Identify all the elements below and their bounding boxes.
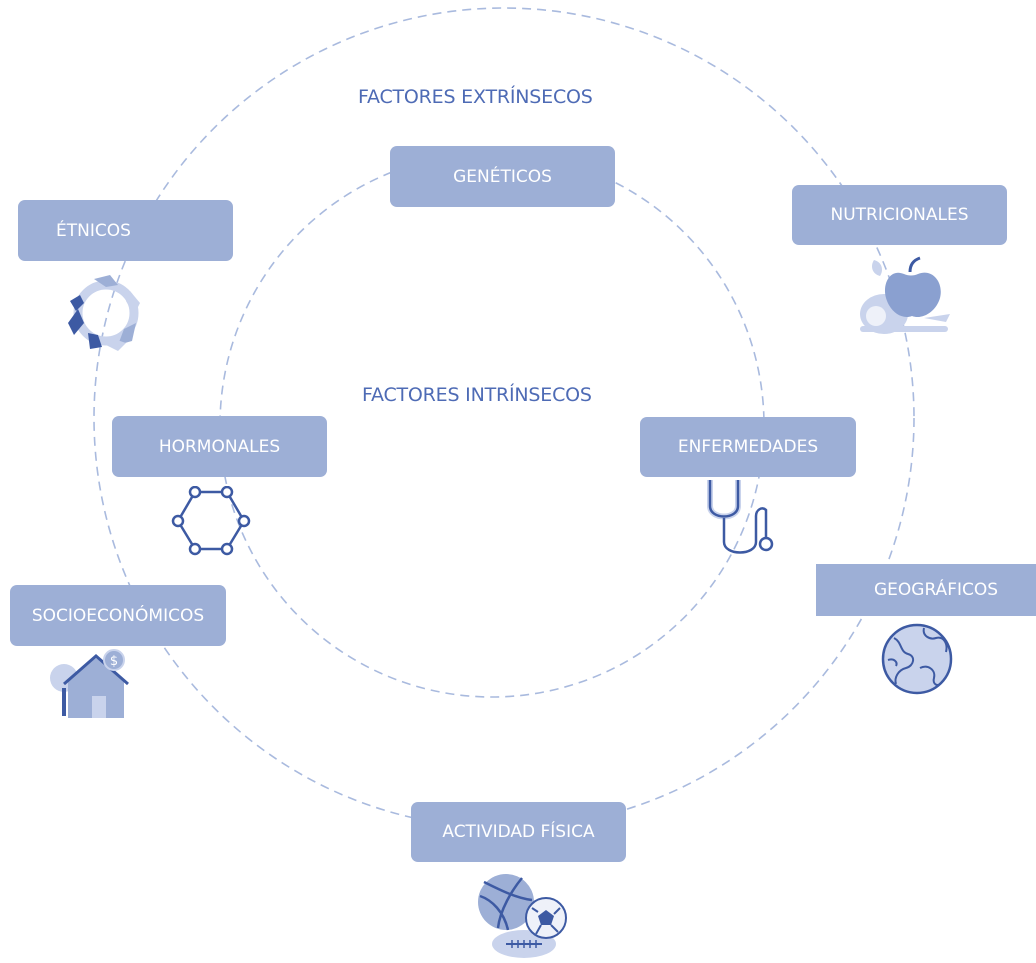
title-intrinsic: FACTORES INTRÍNSECOS (362, 384, 592, 406)
factor-hormonales: HORMONALES (112, 416, 327, 477)
factor-geneticos: GENÉTICOS (390, 146, 615, 207)
factor-enfermedades: ENFERMEDADES (640, 417, 856, 477)
hands-circle-icon (68, 275, 140, 351)
factor-etnicos: ÉTNICOS (18, 200, 233, 261)
svg-text:$: $ (110, 654, 118, 669)
factor-geograficos: GEOGRÁFICOS (816, 564, 1036, 616)
factor-nutricionales: NUTRICIONALES (792, 185, 1007, 245)
globe-icon (881, 623, 953, 695)
outer-circle (93, 7, 915, 829)
sports-balls-icon (478, 874, 567, 958)
hexagon-molecule-icon (171, 486, 251, 556)
apple-food-icon (860, 256, 950, 334)
title-extrinsic: FACTORES EXTRÍNSECOS (358, 86, 593, 108)
factor-actividad-fisica: ACTIVIDAD FÍSICA (411, 802, 626, 862)
house-money-icon: $ (50, 649, 129, 718)
factor-socioeconomicos: SOCIOECONÓMICOS (10, 585, 226, 646)
stethoscope-icon (707, 480, 774, 554)
